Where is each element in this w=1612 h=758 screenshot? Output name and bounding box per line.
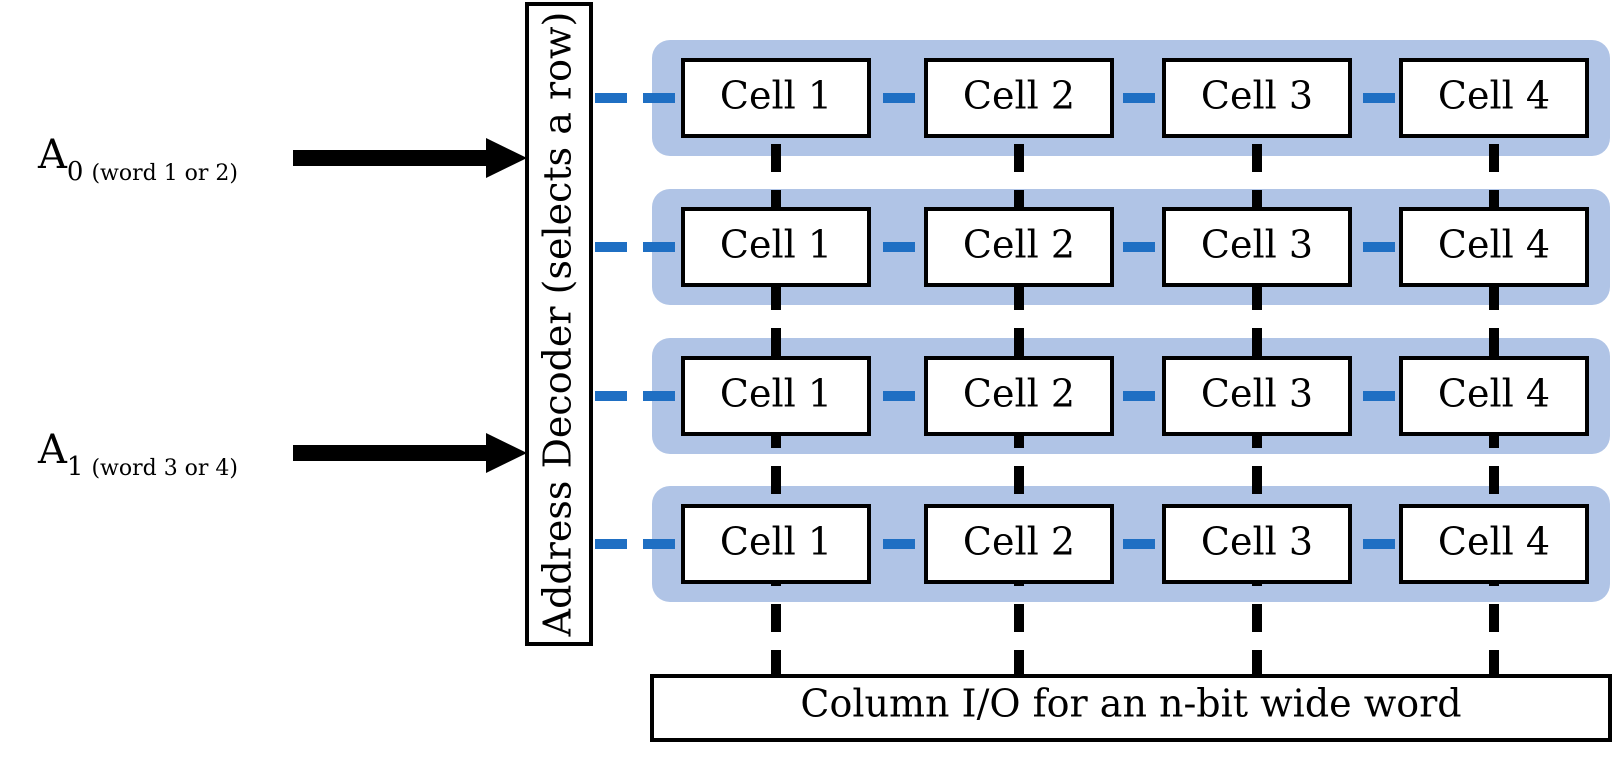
memory-cell: Cell 3 bbox=[1162, 207, 1352, 287]
column-io: Column I/O for an n-bit wide word bbox=[650, 674, 1612, 742]
memory-cell: Cell 2 bbox=[924, 504, 1114, 584]
memory-cell-box bbox=[681, 356, 871, 436]
memory-cell-label: Cell 3 bbox=[1201, 74, 1313, 118]
memory-cell-box bbox=[924, 58, 1114, 138]
address-input-a0-name: A bbox=[37, 132, 68, 178]
memory-cell-box bbox=[1162, 58, 1352, 138]
memory-cell-label: Cell 2 bbox=[963, 372, 1075, 416]
memory-cell-label: Cell 1 bbox=[720, 372, 832, 416]
memory-cell: Cell 4 bbox=[1399, 207, 1589, 287]
memory-cell-box bbox=[924, 356, 1114, 436]
address-input-a1-label: A1 (word 3 or 4) bbox=[37, 427, 238, 482]
memory-cell: Cell 3 bbox=[1162, 504, 1352, 584]
memory-cell-box bbox=[1162, 207, 1352, 287]
memory-cell-label: Cell 3 bbox=[1201, 520, 1313, 564]
memory-cell-label: Cell 4 bbox=[1438, 223, 1550, 267]
address-decoder: Address Decoder (selects a row) bbox=[525, 2, 593, 646]
address-input-a1-subscript: 1 bbox=[67, 452, 84, 482]
memory-cell-box bbox=[924, 504, 1114, 584]
memory-cell-box bbox=[1162, 356, 1352, 436]
memory-cell-box bbox=[1399, 207, 1589, 287]
address-input-a0-note: (word 1 or 2) bbox=[91, 161, 238, 186]
memory-cell-label: Cell 2 bbox=[963, 223, 1075, 267]
memory-cell-label: Cell 4 bbox=[1438, 520, 1550, 564]
address-decoder-label: Address Decoder (selects a row) bbox=[536, 12, 580, 638]
memory-cell: Cell 1 bbox=[681, 207, 871, 287]
memory-cell-box bbox=[1399, 356, 1589, 436]
address-input-a1-name: A bbox=[37, 427, 68, 473]
memory-cell-box bbox=[681, 58, 871, 138]
address-input-a1: A1 (word 3 or 4) bbox=[37, 427, 527, 482]
column-io-box bbox=[650, 674, 1612, 742]
address-decoder-box bbox=[525, 2, 593, 646]
memory-cell-label: Cell 2 bbox=[963, 520, 1075, 564]
memory-cell-box bbox=[1399, 58, 1589, 138]
memory-cell: Cell 1 bbox=[681, 58, 871, 138]
memory-cell: Cell 4 bbox=[1399, 504, 1589, 584]
memory-cell-box bbox=[1399, 504, 1589, 584]
memory-cell-box bbox=[924, 207, 1114, 287]
address-input-a1-note: (word 3 or 4) bbox=[91, 456, 238, 481]
memory-cell-label: Cell 3 bbox=[1201, 223, 1313, 267]
memory-cell-label: Cell 4 bbox=[1438, 372, 1550, 416]
address-input-a1-arrow-head bbox=[486, 433, 527, 473]
memory-cell: Cell 3 bbox=[1162, 58, 1352, 138]
address-input-a0-label: A0 (word 1 or 2) bbox=[37, 132, 238, 187]
memory-cell-label: Cell 3 bbox=[1201, 372, 1313, 416]
memory-cell: Cell 2 bbox=[924, 356, 1114, 436]
memory-cell: Cell 2 bbox=[924, 58, 1114, 138]
memory-cell: Cell 2 bbox=[924, 207, 1114, 287]
address-input-a0-subscript: 0 bbox=[67, 157, 84, 187]
address-input-a0-arrow-head bbox=[486, 138, 527, 178]
memory-cell-box bbox=[681, 504, 871, 584]
memory-cell: Cell 1 bbox=[681, 356, 871, 436]
memory-cell: Cell 4 bbox=[1399, 356, 1589, 436]
memory-cell-label: Cell 4 bbox=[1438, 74, 1550, 118]
word-lines bbox=[595, 93, 1494, 549]
memory-cell-label: Cell 1 bbox=[720, 74, 832, 118]
memory-cell-label: Cell 1 bbox=[720, 223, 832, 267]
memory-cell-box bbox=[681, 207, 871, 287]
memory-cell-label: Cell 2 bbox=[963, 74, 1075, 118]
memory-cell: Cell 1 bbox=[681, 504, 871, 584]
column-io-label: Column I/O for an n-bit wide word bbox=[800, 682, 1461, 726]
address-input-a0: A0 (word 1 or 2) bbox=[37, 132, 527, 187]
memory-cell-label: Cell 1 bbox=[720, 520, 832, 564]
memory-cell-box bbox=[1162, 504, 1352, 584]
memory-cell: Cell 3 bbox=[1162, 356, 1352, 436]
memory-cells: Cell 1 Cell 2 Cell 3 Cell 4 Cell 1 Cell 2 Cell… bbox=[681, 58, 1589, 584]
memory-cell: Cell 4 bbox=[1399, 58, 1589, 138]
